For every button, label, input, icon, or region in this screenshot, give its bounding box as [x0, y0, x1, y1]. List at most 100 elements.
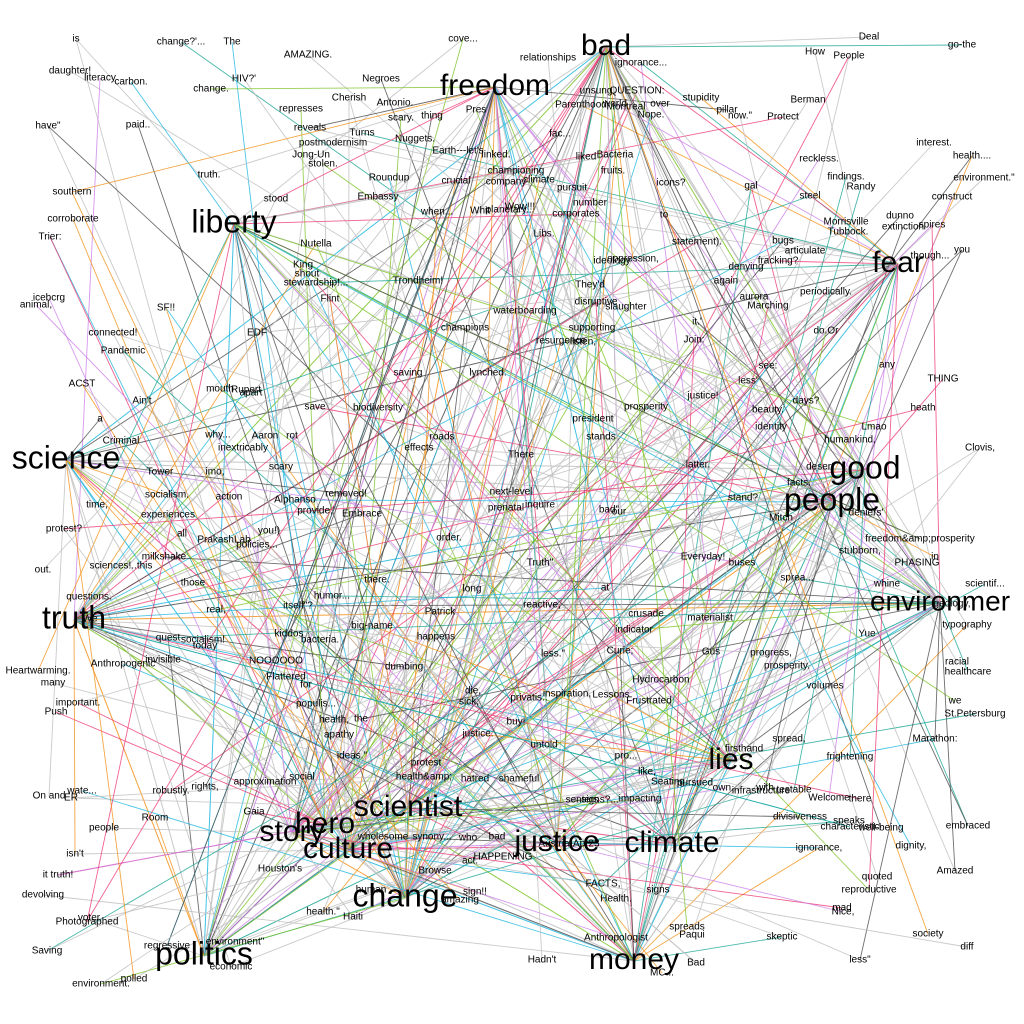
term-label: Marching: [747, 301, 788, 312]
edge-term-205-liberty: [233, 223, 373, 627]
term-label: Patrick: [425, 607, 457, 618]
term-label: frightening: [827, 752, 874, 763]
term-label: have": [35, 121, 61, 132]
term-label: long: [463, 584, 482, 595]
term-label: economic: [210, 962, 253, 973]
term-label: go-the: [948, 40, 977, 51]
edge-term-165-change: [404, 454, 522, 899]
term-label: Nice,: [832, 907, 855, 918]
edge-term-270-lies: [694, 760, 732, 784]
edge-term-313-justice: [556, 842, 844, 913]
term-label: social: [289, 772, 315, 783]
term-label: isn't: [66, 849, 84, 860]
edge-term-204-environment: [331, 595, 941, 604]
edge-term-290-change: [404, 836, 433, 899]
term-label: approximation: [234, 777, 297, 788]
hub-label-story: story: [259, 815, 324, 848]
term-label: MC...: [650, 968, 674, 979]
edge-term-53-hero: [324, 180, 457, 826]
edge-term-183-freedom: [494, 86, 861, 552]
edge-freedom-people: [494, 86, 833, 503]
edge-term-89-environment: [753, 296, 941, 604]
edge-culture-lies: [347, 760, 732, 851]
edge-term-212-freedom: [494, 86, 711, 619]
term-label: planetary...: [486, 205, 535, 216]
term-label: relationships: [520, 53, 576, 64]
term-label: crusade: [628, 609, 664, 620]
term-label: latter.: [686, 460, 710, 471]
edge-term-9-money: [633, 55, 850, 962]
edge-term-310-truth: [73, 619, 617, 900]
edge-term-90-money: [633, 305, 769, 962]
edge-term-54-climate: [388, 177, 673, 845]
edge-term-189-truth: [73, 565, 122, 621]
term-label: signs: [646, 885, 669, 896]
edge-term-97-truth: [73, 243, 317, 621]
term-label: pursued: [677, 778, 713, 789]
hub-label-fear: fear: [872, 246, 924, 279]
term-label: animal,: [20, 300, 52, 311]
edge-term-32-freedom: [431, 86, 496, 117]
edge-term-110-climate: [122, 350, 673, 845]
edge-term-260-good: [170, 469, 866, 792]
edge-term-249-justice: [351, 755, 558, 844]
term-label: buy!: [507, 717, 526, 728]
edge-term-237-liberty: [233, 223, 335, 721]
edge-term-310-environment: [615, 602, 941, 900]
term-label: Deal: [859, 32, 880, 43]
term-label: On and: [33, 791, 66, 802]
term-label: Room: [142, 813, 169, 824]
term-label: see:: [759, 361, 778, 372]
term-label: fac...: [549, 129, 571, 140]
term-label: extinction: [882, 222, 924, 233]
term-label: reckless.: [799, 154, 838, 165]
term-label: environment.: [72, 979, 130, 990]
hub-label-scientist: scientist: [354, 790, 463, 823]
term-label: bad": [599, 505, 620, 516]
edge-term-317-environment: [352, 602, 941, 918]
edge-term-298-truth: [73, 619, 76, 855]
term-label: thing: [421, 111, 443, 122]
term-label: Pandemic: [101, 346, 145, 357]
edge-term-151-climate: [671, 447, 981, 845]
edge-term-61-science: [65, 195, 811, 461]
term-label: though...: [911, 251, 950, 262]
edge-term-0-lies: [75, 38, 732, 762]
edge-term-180-freedom: [494, 86, 610, 511]
edge-term-283-climate: [671, 820, 850, 845]
term-label: Austria-Apr23: [538, 839, 600, 850]
edge-term-71-truth: [73, 198, 277, 621]
term-label: paid..: [126, 120, 150, 131]
edge-term-17-culture: [347, 97, 350, 851]
edge-term-185-justice: [556, 562, 918, 844]
edge-good-truth: [73, 469, 866, 621]
edge-term-330-environment: [859, 602, 941, 961]
edge-term-209-truth: [73, 587, 606, 621]
edge-term-314-bad: [88, 46, 607, 919]
edge-term-135-truth: [73, 409, 769, 621]
edge-term-319-bad: [605, 46, 688, 928]
edge-term-248-freedom: [338, 86, 496, 736]
term-label: The: [223, 37, 241, 48]
edge-term-48-hero: [324, 170, 614, 826]
edge-term-222-change: [285, 676, 406, 899]
edge-term-40-freedom: [208, 86, 496, 176]
term-label: stewardship!...: [284, 278, 348, 289]
term-label: St.Petersburg: [944, 709, 1005, 720]
term-label: rights,: [191, 782, 218, 793]
term-label: you: [954, 245, 970, 256]
edge-term-192-fear: [376, 263, 899, 581]
edge-term-20-justice: [556, 104, 582, 844]
edge-term-165-bad: [520, 46, 607, 456]
term-label: Saving: [32, 946, 63, 957]
term-label: PrakashLab: [197, 535, 251, 546]
term-label: steel: [799, 191, 820, 202]
edge-term-202-good: [288, 469, 866, 635]
term-label: healthcare: [945, 667, 992, 678]
edge-term-224-money: [435, 636, 635, 962]
term-label: when...: [420, 207, 453, 218]
edge-term-71-freedom: [275, 86, 496, 200]
term-label: president: [572, 414, 613, 425]
term-label: people: [89, 823, 119, 834]
